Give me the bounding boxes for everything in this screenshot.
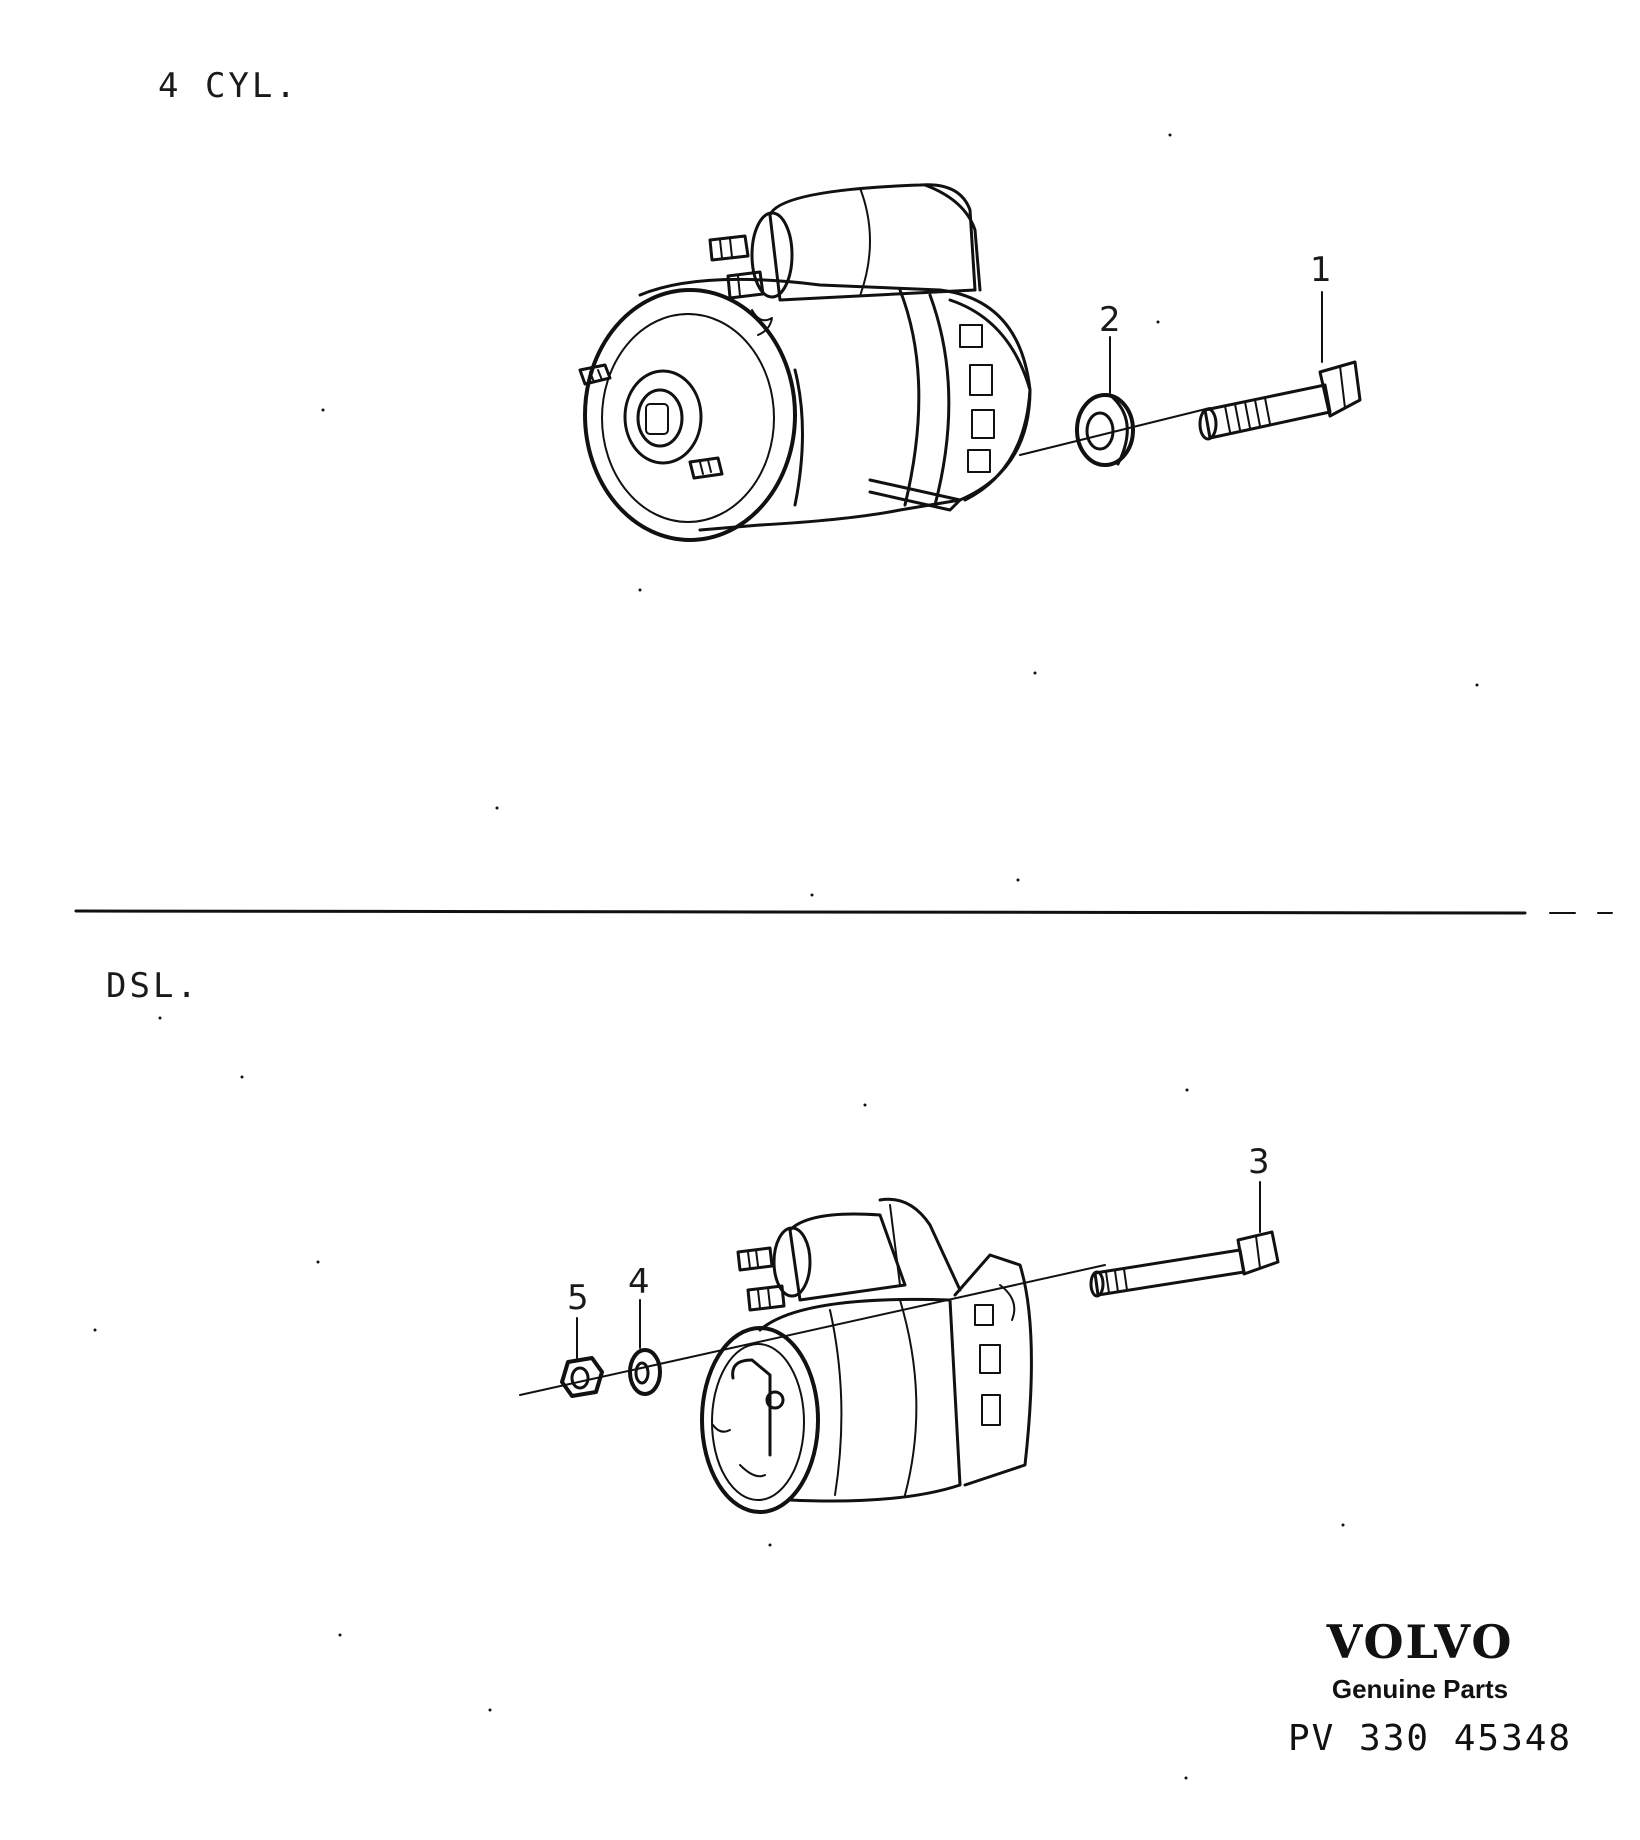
part-number: PV 330 45348 — [1288, 1718, 1573, 1759]
section-label-dsl: DSL. — [106, 966, 200, 1006]
callout-number-1: 1 — [1310, 250, 1332, 290]
starter-motor-4cyl-illustration — [578, 183, 1032, 542]
callout-number-4: 4 — [628, 1262, 650, 1302]
starter-motor-dsl-illustration — [700, 1197, 1033, 1514]
section-label-4cyl: 4 CYL. — [158, 66, 299, 106]
nut-part-5 — [560, 1356, 604, 1398]
brand-subtitle: Genuine Parts — [1331, 1674, 1509, 1704]
brand-logo-text: VOLVO — [1326, 1615, 1514, 1669]
callout-number-3: 3 — [1248, 1142, 1270, 1182]
washer-part-4 — [628, 1348, 662, 1396]
section-divider — [74, 909, 1527, 915]
washer-part-2 — [1075, 393, 1135, 467]
scan-specks — [93, 133, 1479, 1780]
callout-number-2: 2 — [1099, 300, 1121, 340]
explode-axis-line-bottom — [519, 1264, 1106, 1396]
bolt-part-1 — [1198, 360, 1362, 441]
explode-axis-line-top — [1019, 407, 1211, 456]
bolt-part-3 — [1089, 1230, 1280, 1298]
brand-block: VOLVO Genuine Parts — [1270, 1616, 1570, 1705]
callout-number-5: 5 — [567, 1278, 589, 1318]
